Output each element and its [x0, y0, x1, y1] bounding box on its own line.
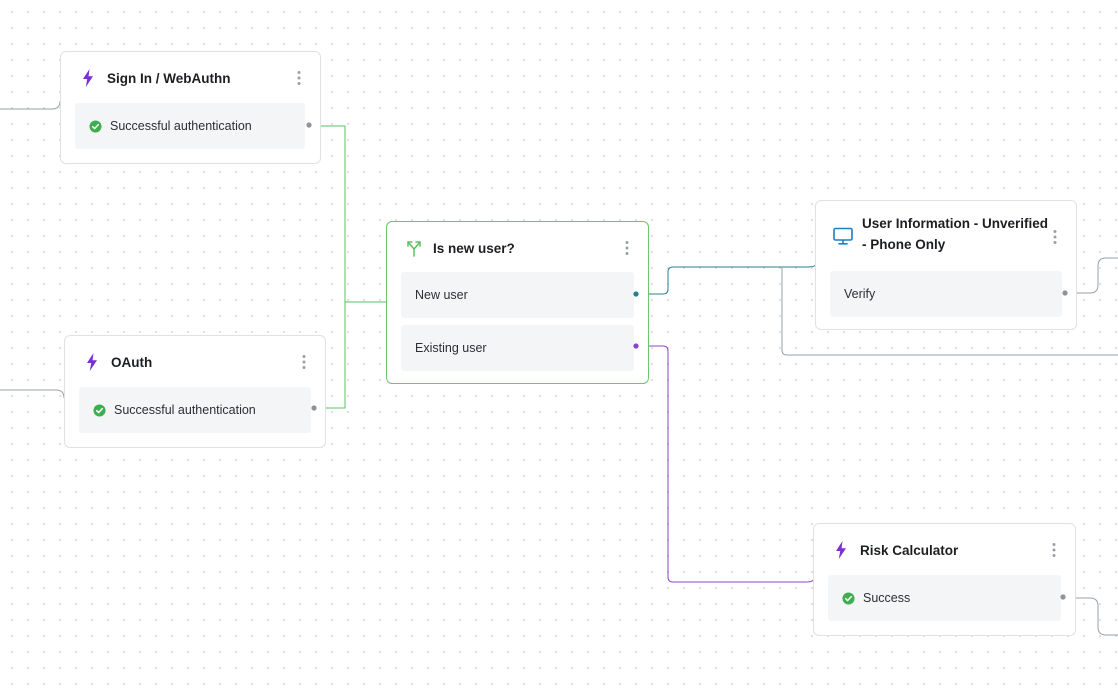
wire-existing-to-risk: [636, 345, 815, 583]
node-header: OAuth: [81, 336, 309, 388]
node-is-new-user[interactable]: Is new user? New user Existing user: [386, 221, 649, 384]
outcome-label: New user: [415, 288, 468, 302]
outcome-new-user[interactable]: New user: [401, 272, 634, 318]
wire-into-signin: [0, 100, 61, 110]
node-header: Risk Calculator: [830, 524, 1059, 576]
wire-into-oauth: [0, 389, 65, 399]
outcome-successful-authentication[interactable]: Successful authentication: [75, 103, 305, 149]
node-title: OAuth: [111, 354, 153, 370]
more-options-icon[interactable]: [1050, 227, 1060, 247]
more-options-icon[interactable]: [1049, 540, 1059, 560]
node-risk-calculator[interactable]: Risk Calculator Success: [813, 523, 1076, 636]
outcome-label: Successful authentication: [114, 403, 256, 417]
check-circle-icon: [89, 119, 102, 133]
node-title: User Information - Unverified - Phone On…: [862, 213, 1050, 255]
split-arrow-icon: [403, 237, 425, 259]
outcome-label: Success: [863, 591, 911, 605]
node-signin-webauthn[interactable]: Sign In / WebAuthn Successful authentica…: [60, 51, 321, 164]
outcome-successful-authentication[interactable]: Successful authentication: [79, 387, 311, 433]
node-header: User Information - Unverified - Phone On…: [832, 213, 1060, 261]
wire-newuser-to-userinfo: [636, 264, 816, 295]
wire-success-out: [1064, 597, 1118, 636]
check-circle-icon: [842, 591, 855, 605]
outcome-label: Verify: [844, 287, 876, 301]
node-title-line-1: User Information - Unverified: [862, 216, 1049, 231]
wire-userinfo-loop: [781, 267, 1118, 356]
node-header: Is new user?: [403, 222, 632, 274]
outcome-existing-user[interactable]: Existing user: [401, 325, 634, 371]
more-options-icon[interactable]: [294, 68, 304, 88]
lightning-icon: [77, 67, 99, 89]
wire-verify-out: [1066, 257, 1118, 294]
check-circle-icon: [93, 403, 106, 417]
node-header: Sign In / WebAuthn: [77, 52, 304, 104]
node-title: Sign In / WebAuthn: [107, 70, 231, 86]
outcome-label: Successful authentication: [110, 119, 252, 133]
monitor-icon: [832, 225, 854, 247]
node-title: Is new user?: [433, 240, 515, 256]
node-user-information[interactable]: User Information - Unverified - Phone On…: [815, 200, 1077, 330]
node-title-line-2: - Phone Only: [862, 237, 946, 252]
wire-signin-to-isnew: [310, 125, 387, 303]
more-options-icon[interactable]: [622, 238, 632, 258]
more-options-icon[interactable]: [299, 352, 309, 372]
outcome-label: Existing user: [415, 341, 487, 355]
node-title: Risk Calculator: [860, 542, 959, 558]
outcome-verify[interactable]: Verify: [830, 271, 1062, 317]
outcome-success[interactable]: Success: [828, 575, 1061, 621]
node-oauth[interactable]: OAuth Successful authentication: [64, 335, 326, 448]
lightning-icon: [830, 539, 852, 561]
lightning-icon: [81, 351, 103, 373]
